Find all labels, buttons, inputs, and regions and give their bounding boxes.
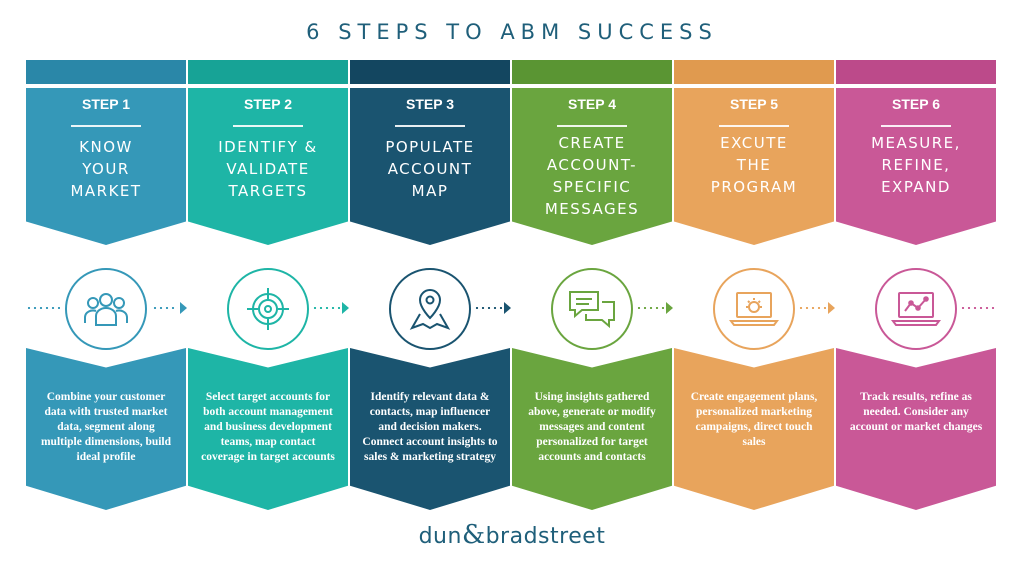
step-2-banner: STEP 2 IDENTIFY & VALIDATE TARGETS bbox=[188, 88, 348, 245]
connector-4-5 bbox=[636, 307, 664, 309]
step-3-label: STEP 3 bbox=[406, 96, 454, 112]
step-2-label: STEP 2 bbox=[244, 96, 292, 112]
step-5-description-box: Create engagement plans, personalized ma… bbox=[674, 348, 834, 510]
step-3-description-box: Identify relevant data & contacts, map i… bbox=[350, 348, 510, 510]
step-2-divider bbox=[233, 125, 303, 127]
logo-ampersand: & bbox=[461, 520, 486, 550]
step-3-banner: STEP 3 POPULATE ACCOUNT MAP bbox=[350, 88, 510, 245]
step-6-divider bbox=[881, 125, 951, 127]
arrow-1-2 bbox=[180, 302, 187, 314]
step-5-description: Create engagement plans, personalized ma… bbox=[690, 391, 818, 448]
step-4-icon-circle bbox=[551, 268, 633, 350]
step-1-top-bar bbox=[26, 60, 186, 84]
connector-5-6 bbox=[798, 307, 826, 309]
step-1-icon-circle bbox=[65, 268, 147, 350]
step-2-heading: IDENTIFY & VALIDATE TARGETS bbox=[218, 138, 318, 200]
logo-dun: dun bbox=[418, 524, 462, 549]
step-5-icon-circle bbox=[713, 268, 795, 350]
connector-end bbox=[960, 307, 996, 309]
step-6-description-box: Track results, refine as needed. Conside… bbox=[836, 348, 996, 510]
connector-1-2 bbox=[152, 307, 178, 309]
step-1-banner: STEP 1 KNOW YOUR MARKET bbox=[26, 88, 186, 245]
arrow-3-4 bbox=[504, 302, 511, 314]
step-6-heading: MEASURE, REFINE, EXPAND bbox=[871, 134, 961, 196]
step-1-label: STEP 1 bbox=[82, 96, 130, 112]
page-title: 6 STEPS TO ABM SUCCESS bbox=[306, 20, 718, 44]
step-5-divider bbox=[719, 125, 789, 127]
step-5-label: STEP 5 bbox=[730, 96, 778, 112]
step-2-icon-circle bbox=[227, 268, 309, 350]
connector-2-3 bbox=[312, 307, 340, 309]
arrow-4-5 bbox=[666, 302, 673, 314]
step-6-description: Track results, refine as needed. Conside… bbox=[849, 391, 983, 433]
step-6-icon-circle bbox=[875, 268, 957, 350]
step-6-label: STEP 6 bbox=[892, 96, 940, 112]
logo-bradstreet: bradstreet bbox=[485, 524, 606, 549]
arrow-2-3 bbox=[342, 302, 349, 314]
connector-3-4 bbox=[474, 307, 502, 309]
laptop-chart-icon bbox=[891, 292, 941, 326]
chat-bubbles-icon bbox=[569, 291, 615, 329]
step-3-top-bar bbox=[350, 60, 510, 84]
step-4-label: STEP 4 bbox=[568, 96, 616, 112]
step-6-banner: STEP 6 MEASURE, REFINE, EXPAND bbox=[836, 88, 996, 245]
step-1-description-box: Combine your customer data with trusted … bbox=[26, 348, 186, 510]
step-2-description-box: Select target accounts for both account … bbox=[188, 348, 348, 510]
people-icon bbox=[84, 293, 128, 326]
step-1-heading: KNOW YOUR MARKET bbox=[70, 138, 142, 200]
step-4-banner: STEP 4 CREATE ACCOUNT- SPECIFIC MESSAGES bbox=[512, 88, 672, 245]
step-5-heading: EXCUTE THE PROGRAM bbox=[710, 134, 798, 196]
arrow-5-6 bbox=[828, 302, 835, 314]
step-1-divider bbox=[71, 125, 141, 127]
step-3-divider bbox=[395, 125, 465, 127]
step-6-top-bar bbox=[836, 60, 996, 84]
step-2-description: Select target accounts for both account … bbox=[201, 391, 335, 463]
step-4-top-bar bbox=[512, 60, 672, 84]
target-crosshair-icon bbox=[247, 288, 289, 330]
step-3-description: Identify relevant data & contacts, map i… bbox=[362, 391, 498, 463]
laptop-gear-icon bbox=[729, 292, 779, 326]
step-5-top-bar bbox=[674, 60, 834, 84]
step-4-heading: CREATE ACCOUNT- SPECIFIC MESSAGES bbox=[544, 134, 640, 218]
step-3-heading: POPULATE ACCOUNT MAP bbox=[385, 138, 475, 200]
step-4-description-box: Using insights gathered above, generate … bbox=[512, 348, 672, 510]
step-1-description: Combine your customer data with trusted … bbox=[40, 391, 172, 463]
brand-logo: dun&bradstreet bbox=[0, 520, 1024, 550]
connector-start bbox=[26, 307, 60, 309]
step-4-description: Using insights gathered above, generate … bbox=[528, 391, 656, 463]
map-pin-icon bbox=[409, 288, 451, 330]
step-2-top-bar bbox=[188, 60, 348, 84]
step-5-banner: STEP 5 EXCUTE THE PROGRAM bbox=[674, 88, 834, 245]
step-4-divider bbox=[557, 125, 627, 127]
step-3-icon-circle bbox=[389, 268, 471, 350]
